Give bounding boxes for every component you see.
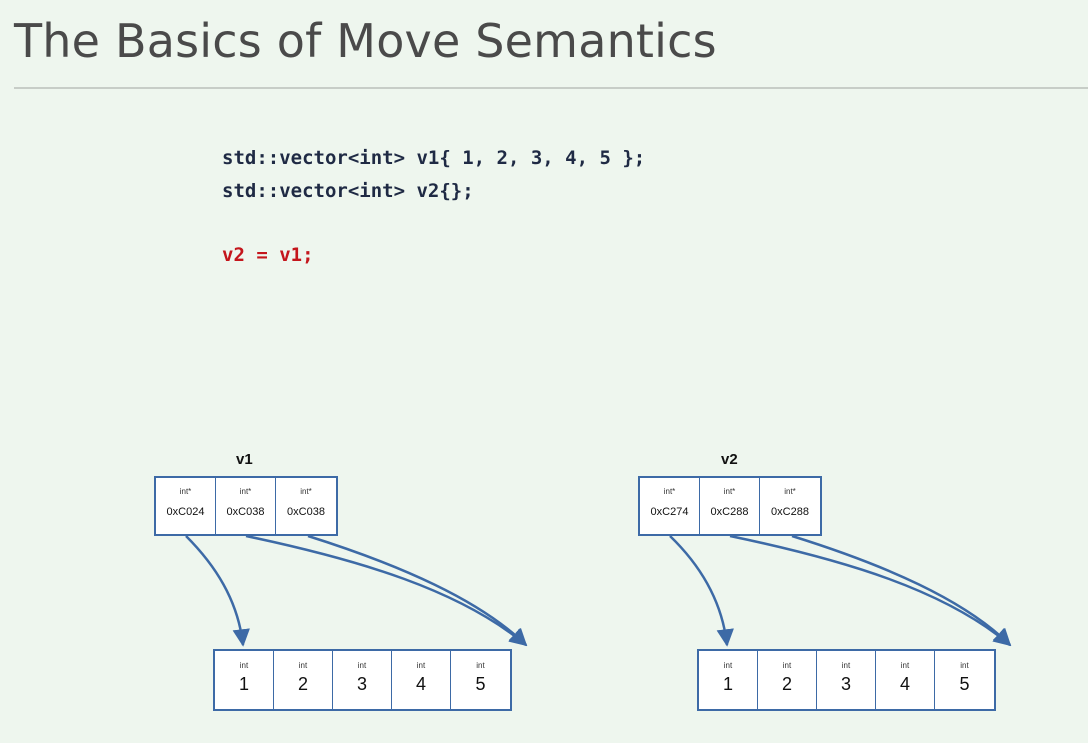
cell-value: 5 [475, 674, 486, 694]
pointer-type: int* [723, 487, 736, 496]
v1-capacity-arrow [307, 534, 528, 647]
array-cell: int 5 [451, 651, 510, 709]
pointer-address: 0xC288 [710, 506, 749, 518]
title-divider [14, 87, 1088, 89]
v2-begin-arrow [669, 535, 734, 647]
array-cell: int 3 [333, 651, 392, 709]
code-line-assignment: v2 = v1; [222, 244, 314, 266]
cell-value: 3 [840, 674, 851, 694]
pointer-type: int* [784, 487, 796, 496]
v1-begin-pointer: int* 0xC024 [156, 478, 216, 534]
cell-type: int [476, 661, 485, 670]
cell-type: int [782, 661, 792, 670]
array-cell: int 5 [935, 651, 994, 709]
cell-type: int [960, 661, 969, 670]
v2-end-arrow [729, 534, 1012, 647]
pointer-address: 0xC038 [287, 506, 325, 518]
cell-type: int [357, 661, 367, 670]
code-line-v2-init: std::vector<int> v2{}; [222, 180, 474, 202]
pointer-address: 0xC024 [166, 506, 205, 518]
cell-value: 4 [899, 674, 910, 694]
cell-value: 2 [781, 674, 792, 694]
cell-value: 5 [959, 674, 970, 694]
v2-end-pointer: int* 0xC288 [700, 478, 760, 534]
cell-value: 1 [238, 674, 249, 694]
pointer-type: int* [179, 487, 192, 496]
array-cell: int 2 [758, 651, 817, 709]
cell-value: 3 [356, 674, 367, 694]
v1-heap-array: int 1 int 2 int 3 int 4 int 5 [213, 649, 512, 711]
array-cell: int 1 [215, 651, 274, 709]
v1-capacity-pointer: int* 0xC038 [276, 478, 336, 534]
v2-label: v2 [721, 451, 738, 468]
v2-pointer-block: int* 0xC274 int* 0xC288 int* 0xC288 [638, 476, 822, 536]
slide-title: The Basics of Move Semantics [14, 14, 717, 68]
array-cell: int 4 [876, 651, 935, 709]
array-cell: int 3 [817, 651, 876, 709]
cell-type: int [416, 661, 426, 670]
code-line-v1-init: std::vector<int> v1{ 1, 2, 3, 4, 5 }; [222, 147, 646, 169]
pointer-address: 0xC038 [226, 506, 265, 518]
cell-type: int [723, 661, 733, 670]
cell-value: 2 [297, 674, 308, 694]
cell-value: 1 [722, 674, 733, 694]
cell-type: int [298, 661, 308, 670]
v2-capacity-pointer: int* 0xC288 [760, 478, 820, 534]
cell-value: 4 [415, 674, 426, 694]
v1-begin-arrow [185, 535, 250, 647]
v2-heap-array: int 1 int 2 int 3 int 4 int 5 [697, 649, 996, 711]
cell-type: int [900, 661, 910, 670]
v1-end-arrow [245, 534, 528, 647]
cell-type: int [841, 661, 851, 670]
cell-type: int [239, 661, 249, 670]
pointer-type: int* [239, 487, 252, 496]
v2-capacity-arrow [791, 534, 1012, 647]
v1-pointer-block: int* 0xC024 int* 0xC038 int* 0xC038 [154, 476, 338, 536]
array-cell: int 1 [699, 651, 758, 709]
pointer-address: 0xC288 [771, 506, 809, 518]
v1-end-pointer: int* 0xC038 [216, 478, 276, 534]
array-cell: int 2 [274, 651, 333, 709]
v1-label: v1 [236, 451, 253, 468]
pointer-type: int* [300, 487, 312, 496]
v2-begin-pointer: int* 0xC274 [640, 478, 700, 534]
pointer-type: int* [663, 487, 676, 496]
array-cell: int 4 [392, 651, 451, 709]
pointer-address: 0xC274 [650, 506, 689, 518]
